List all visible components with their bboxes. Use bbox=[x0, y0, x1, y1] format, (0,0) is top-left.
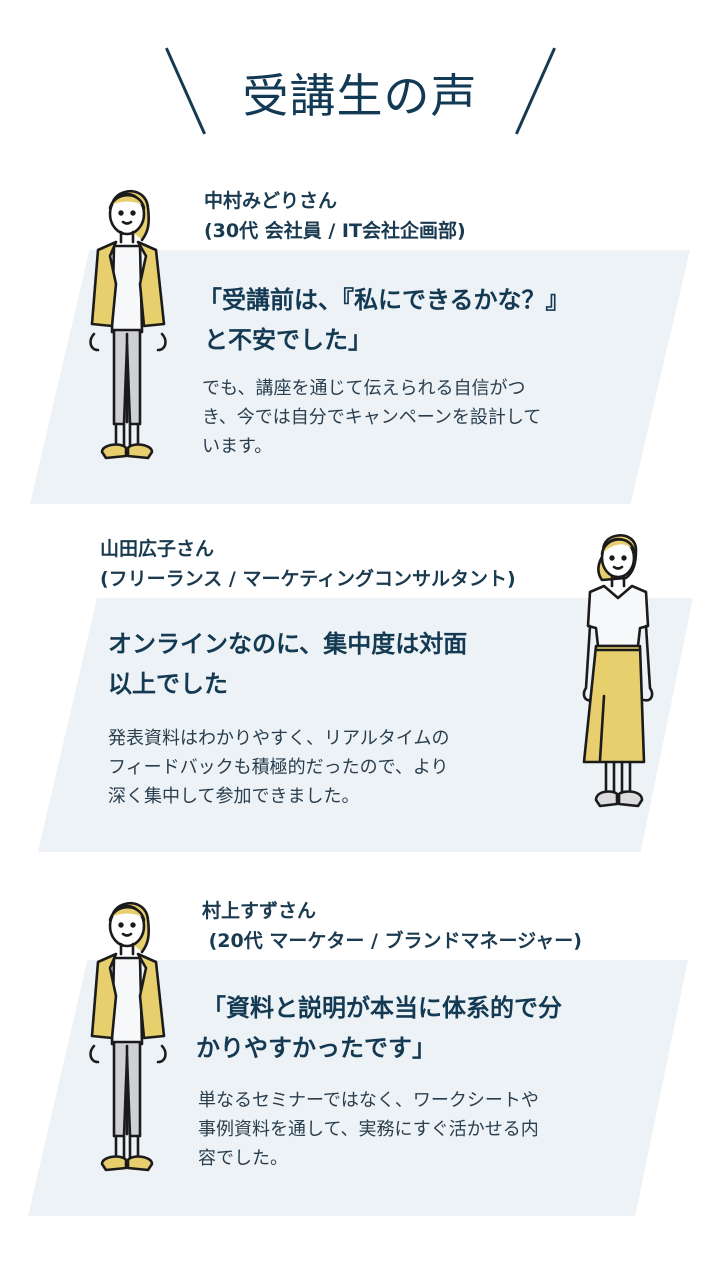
testimonial-name: 山田広子さん bbox=[100, 538, 215, 560]
testimonial-headline: 「受講前は、『私にできるかな？』 と不安でした」 bbox=[198, 286, 570, 354]
testimonial-role: (20代 マーケター / ブランドマネージャー) bbox=[202, 930, 582, 952]
woman-in-yellow-jacket-icon bbox=[89, 902, 167, 1172]
testimonial-body: 単なるセミナーではなく、ワークシートや 事例資料を通して、実務にすぐ活かせる内 … bbox=[198, 1090, 539, 1169]
testimonial-name: 中村みどりさん bbox=[204, 190, 338, 212]
page-title: 受講生の声 bbox=[242, 69, 478, 123]
testimonial-name: 村上すずさん bbox=[202, 900, 317, 922]
testimonial-body: 発表資料はわかりやすく、リアルタイムの フィードバックも積極的だったので、より … bbox=[108, 728, 450, 807]
testimonial-headline: 「資料と説明が本当に体系的で分 かりやすかったです」 bbox=[196, 994, 562, 1062]
woman-in-yellow-skirt-icon bbox=[582, 534, 654, 808]
testimonial-role: (フリーランス / マーケティングコンサルタント) bbox=[100, 568, 516, 590]
testimonial-role: (30代 会社員 / IT会社企画部) bbox=[204, 220, 466, 242]
testimonial-body: でも、講座を通じて伝えられる自信がつ き、今では自分でキャンペーンを設計して い… bbox=[202, 378, 542, 457]
woman-in-yellow-jacket-icon bbox=[89, 190, 167, 460]
card-background bbox=[38, 598, 693, 852]
testimonial-headline: オンラインなのに、集中度は対面 以上でした bbox=[108, 630, 468, 698]
section-header: 受講生の声 bbox=[0, 40, 720, 140]
